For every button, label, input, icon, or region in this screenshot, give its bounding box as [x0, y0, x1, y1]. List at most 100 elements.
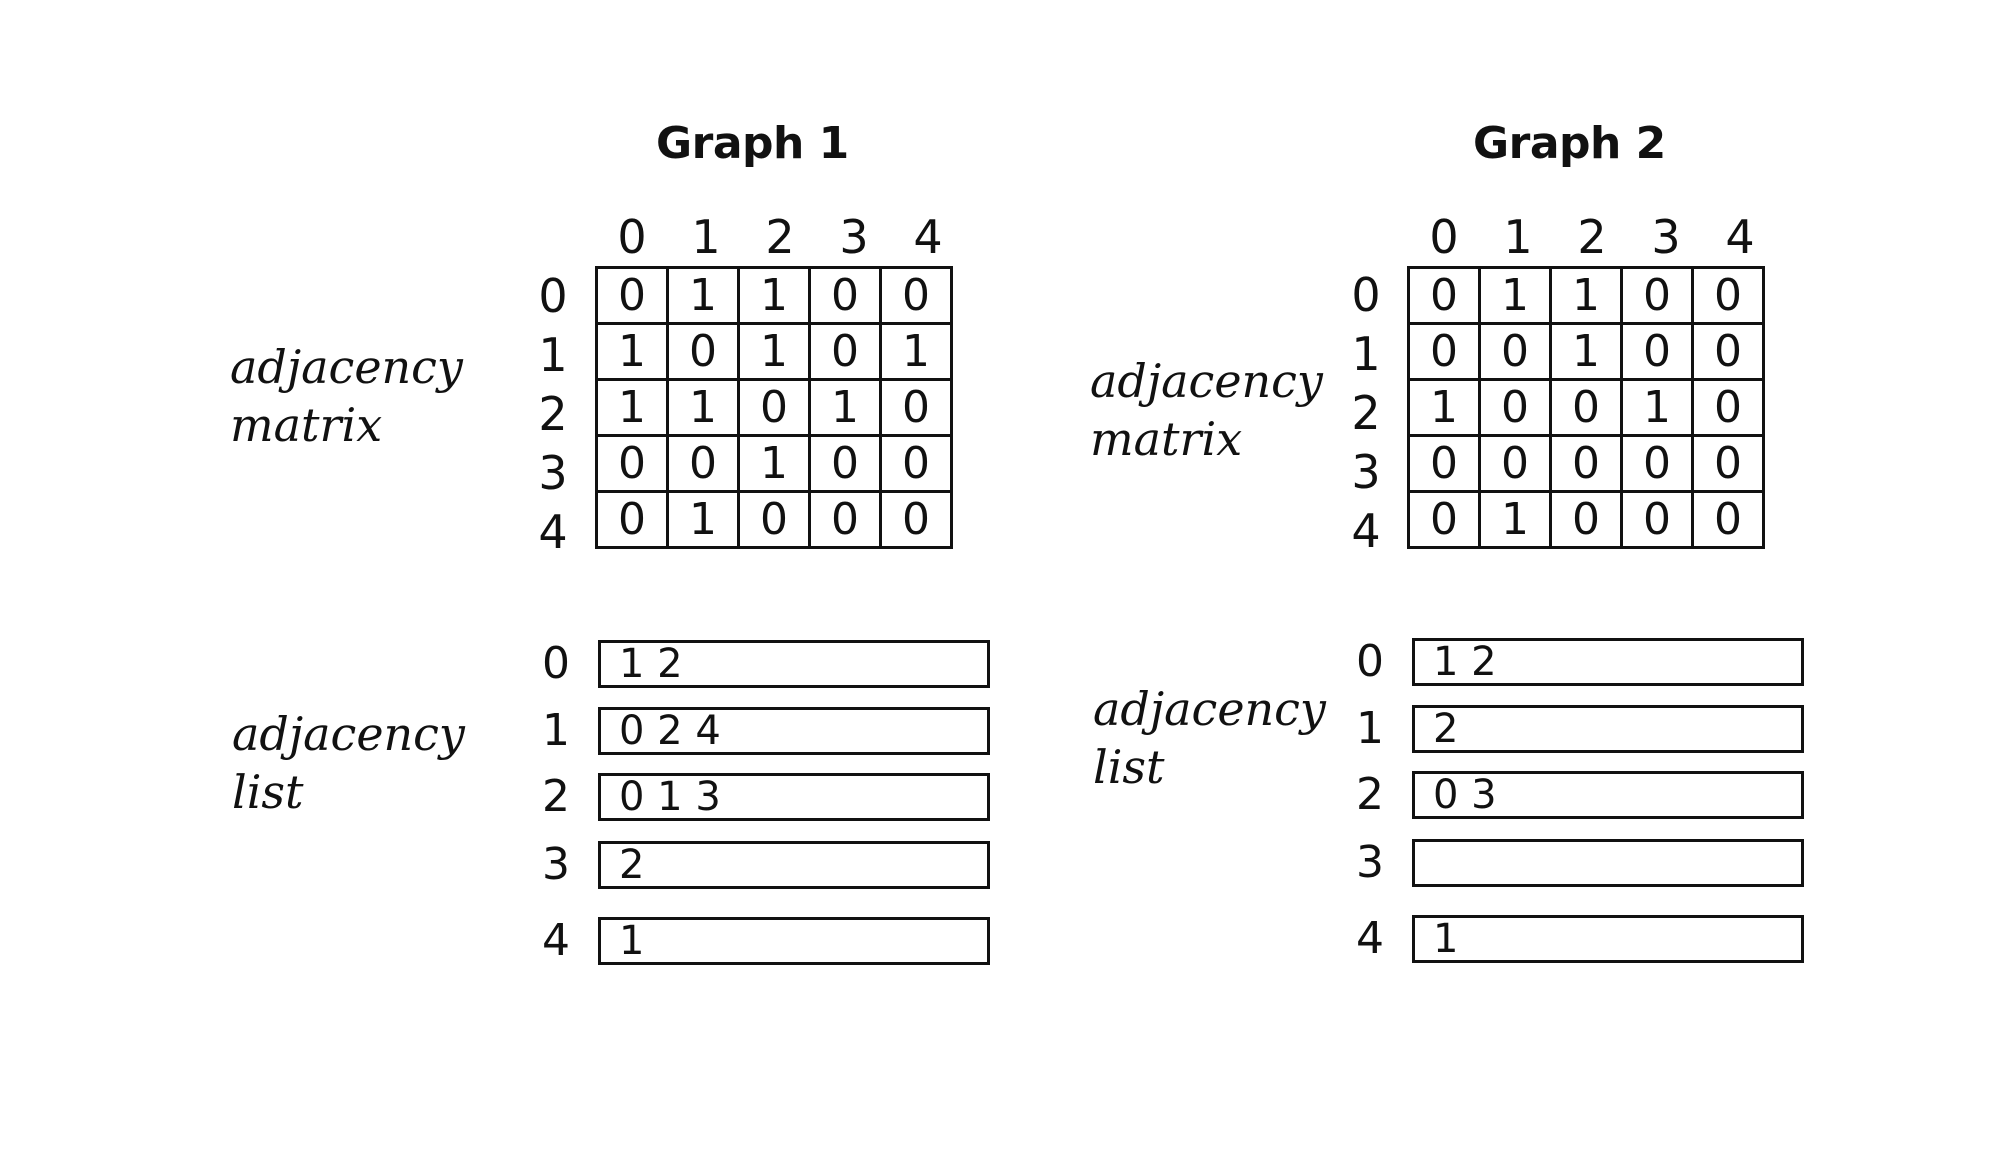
row-header: 0	[538, 269, 568, 323]
matrix-cell: 0	[737, 490, 811, 549]
list-entries: 0 1 3	[598, 773, 990, 821]
column-header: 1	[1503, 210, 1533, 264]
matrix-cell: 1	[737, 266, 811, 325]
matrix-cell: 1	[1549, 266, 1623, 325]
list-entries: 1	[1412, 915, 1804, 963]
matrix-cell: 0	[1549, 378, 1623, 437]
matrix-cell: 0	[808, 490, 882, 549]
matrix-cell: 0	[1691, 490, 1765, 549]
label-line: adjacency	[1093, 682, 1326, 736]
matrix-cell: 0	[808, 322, 882, 381]
matrix-cell: 0	[1407, 434, 1481, 493]
matrix-cell: 0	[1407, 322, 1481, 381]
matrix-row: 0 0 0 0 0	[1407, 434, 1765, 493]
list-entries	[1412, 839, 1804, 887]
column-header: 1	[691, 210, 721, 264]
list-index: 1	[1356, 703, 1384, 754]
matrix-cell: 1	[1478, 490, 1552, 549]
column-header: 0	[617, 210, 647, 264]
label-line: list	[232, 765, 304, 819]
list-entries: 2	[598, 841, 990, 889]
list-index: 4	[1356, 913, 1384, 964]
row-header: 4	[1351, 504, 1381, 558]
matrix-cell: 0	[1620, 434, 1694, 493]
matrix-cell: 0	[1691, 378, 1765, 437]
matrix-row: 0 1 1 0 0	[1407, 266, 1765, 325]
matrix-cell: 1	[1407, 378, 1481, 437]
matrix-row: 0 1 0 0 0	[1407, 490, 1765, 549]
matrix-cell: 0	[1620, 490, 1694, 549]
list-entries: 0 2 4	[598, 707, 990, 755]
column-header: 2	[765, 210, 795, 264]
matrix-cell: 1	[666, 378, 740, 437]
matrix-cell: 0	[879, 378, 953, 437]
matrix-cell: 0	[1691, 434, 1765, 493]
list-index: 3	[542, 839, 570, 890]
list-index: 3	[1356, 837, 1384, 888]
matrix-row: 1 0 0 1 0	[1407, 378, 1765, 437]
matrix-cell: 1	[595, 322, 669, 381]
matrix-cell: 1	[1620, 378, 1694, 437]
matrix-row: 0 0 1 0 0	[595, 434, 953, 493]
column-header: 4	[913, 210, 943, 264]
row-header: 2	[538, 387, 568, 441]
matrix-cell: 0	[737, 378, 811, 437]
list-index: 0	[1356, 636, 1384, 687]
matrix-cell: 1	[808, 378, 882, 437]
graph-title: Graph 1	[656, 118, 849, 169]
list-entries: 0 3	[1412, 771, 1804, 819]
matrix-cell: 0	[879, 434, 953, 493]
matrix-cell: 1	[666, 490, 740, 549]
matrix-cell: 0	[1478, 322, 1552, 381]
row-header: 2	[1351, 386, 1381, 440]
matrix-row-headers: 0 1 2 3 4	[533, 267, 573, 562]
matrix-column-headers: 0 1 2 3 4	[595, 210, 965, 264]
label-line: matrix	[230, 398, 383, 452]
list-entries: 2	[1412, 705, 1804, 753]
matrix-row: 0 0 1 0 0	[1407, 322, 1765, 381]
list-index: 2	[542, 771, 570, 822]
list-entries: 1	[598, 917, 990, 965]
matrix-cell: 1	[737, 434, 811, 493]
matrix-row: 1 1 0 1 0	[595, 378, 953, 437]
matrix-row-headers: 0 1 2 3 4	[1346, 266, 1386, 561]
column-header: 0	[1429, 210, 1459, 264]
column-header: 3	[1651, 210, 1681, 264]
list-entries: 1 2	[598, 640, 990, 688]
matrix-cell: 0	[1407, 266, 1481, 325]
matrix-row: 0 1 0 0 0	[595, 490, 953, 549]
matrix-cell: 0	[595, 490, 669, 549]
matrix-row: 0 1 1 0 0	[595, 266, 953, 325]
matrix-cell: 1	[595, 378, 669, 437]
matrix-cell: 0	[1478, 378, 1552, 437]
matrix-cell: 0	[808, 434, 882, 493]
matrix-cell: 0	[595, 266, 669, 325]
label-line: adjacency	[230, 340, 463, 394]
label-line: adjacency	[1090, 354, 1323, 408]
graph-title: Graph 2	[1473, 118, 1666, 169]
label-line: list	[1093, 740, 1165, 794]
label-line: matrix	[1090, 412, 1243, 466]
row-header: 3	[1351, 445, 1381, 499]
matrix-cell: 0	[1549, 434, 1623, 493]
list-index: 0	[542, 638, 570, 689]
matrix-cell: 0	[1620, 266, 1694, 325]
adjacency-matrix: 0 1 1 0 0 0 0 1 0 0 1 0 0 1 0 0 0 0 0 0	[1407, 266, 1765, 549]
matrix-cell: 0	[879, 266, 953, 325]
row-header: 4	[538, 505, 568, 559]
matrix-cell: 1	[879, 322, 953, 381]
matrix-row: 1 0 1 0 1	[595, 322, 953, 381]
list-index: 2	[1356, 769, 1384, 820]
matrix-cell: 0	[808, 266, 882, 325]
list-index: 1	[542, 705, 570, 756]
adjacency-matrix: 0 1 1 0 0 1 0 1 0 1 1 1 0 1 0 0 0 1 0 0	[595, 266, 953, 549]
matrix-cell: 0	[595, 434, 669, 493]
matrix-cell: 0	[1478, 434, 1552, 493]
adjacency-matrix-label: adjacency matrix	[230, 338, 463, 454]
graph-2-panel: Graph 2 adjacency matrix 0 1 2 3 4 0 1 2…	[810, 0, 1810, 1175]
matrix-cell: 0	[1549, 490, 1623, 549]
column-header: 2	[1577, 210, 1607, 264]
matrix-cell: 1	[666, 266, 740, 325]
row-header: 0	[1351, 268, 1381, 322]
matrix-cell: 0	[1691, 322, 1765, 381]
